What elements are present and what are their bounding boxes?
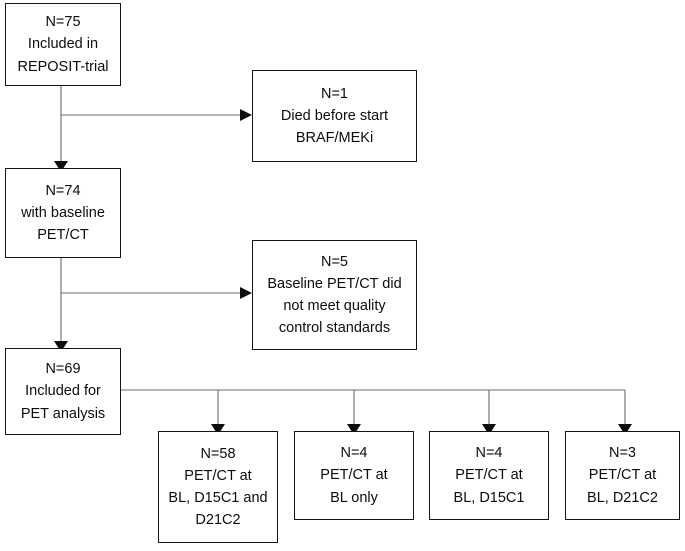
node-line: PET/CT at (588, 467, 657, 484)
arrowhead-to-petct-bl-d15c1 (482, 424, 496, 435)
node-line: N=4 (340, 445, 368, 462)
node-line: PET/CT at (455, 467, 523, 484)
node-line: N=5 (320, 253, 348, 270)
node-line: REPOSIT-trial (17, 58, 109, 75)
node-line: Died before start (280, 107, 389, 124)
node-line: N=58 (200, 445, 236, 462)
node-line: D21C2 (195, 512, 241, 529)
node-line: N=4 (475, 445, 503, 462)
arrowhead-to-petct-all (211, 424, 225, 435)
node-with-baseline-petct: N=74 with baseline PET/CT (5, 168, 121, 258)
node-line: with baseline (21, 204, 105, 221)
node-line: BRAF/MEKi (295, 130, 374, 147)
node-line: Included for (25, 383, 101, 400)
arrowhead-to-included (54, 341, 68, 352)
node-line: BL, D15C1 and (168, 490, 268, 506)
node-line: Baseline PET/CT did (267, 275, 402, 292)
node-line: PET/CT at (320, 467, 388, 484)
arrowhead-to-petct-bl-only (347, 424, 361, 435)
node-petct-bl-d15c1: N=4 PET/CT at BL, D15C1 (429, 431, 549, 520)
node-died-before-start: N=1 Died before start BRAF/MEKi (252, 70, 417, 162)
node-line: BL, D15C1 (453, 489, 525, 506)
node-included-trial: N=75 Included in REPOSIT-trial (5, 3, 121, 86)
arrowhead-to-petct-bl-d21c2 (618, 424, 632, 435)
arrowhead-to-baseline (54, 161, 68, 172)
arrowhead-to-died (240, 109, 252, 121)
node-line: PET analysis (20, 405, 106, 422)
node-included-for-pet-analysis: N=69 Included for PET analysis (5, 348, 121, 435)
node-line: BL, D21C2 (587, 489, 658, 506)
node-petct-bl-d21c2: N=3 PET/CT at BL, D21C2 (565, 431, 680, 520)
node-line: N=3 (608, 445, 636, 462)
node-line: N=75 (45, 14, 81, 31)
node-petct-bl-d15c1-d21c2: N=58 PET/CT at BL, D15C1 and D21C2 (158, 431, 278, 543)
node-line: control standards (278, 320, 391, 337)
node-line: N=74 (45, 182, 81, 199)
node-line: PET/CT at (184, 467, 252, 484)
node-line: Included in (27, 36, 99, 53)
node-line: N=69 (45, 361, 81, 378)
node-petct-bl-only: N=4 PET/CT at BL only (294, 431, 414, 520)
node-failed-quality-control: N=5 Baseline PET/CT did not meet quality… (252, 240, 417, 350)
node-line: PET/CT (37, 227, 89, 244)
node-line: not meet quality (283, 298, 386, 314)
node-line: BL only (330, 489, 378, 506)
node-line: N=1 (320, 85, 348, 102)
arrowhead-to-qc (240, 287, 252, 299)
